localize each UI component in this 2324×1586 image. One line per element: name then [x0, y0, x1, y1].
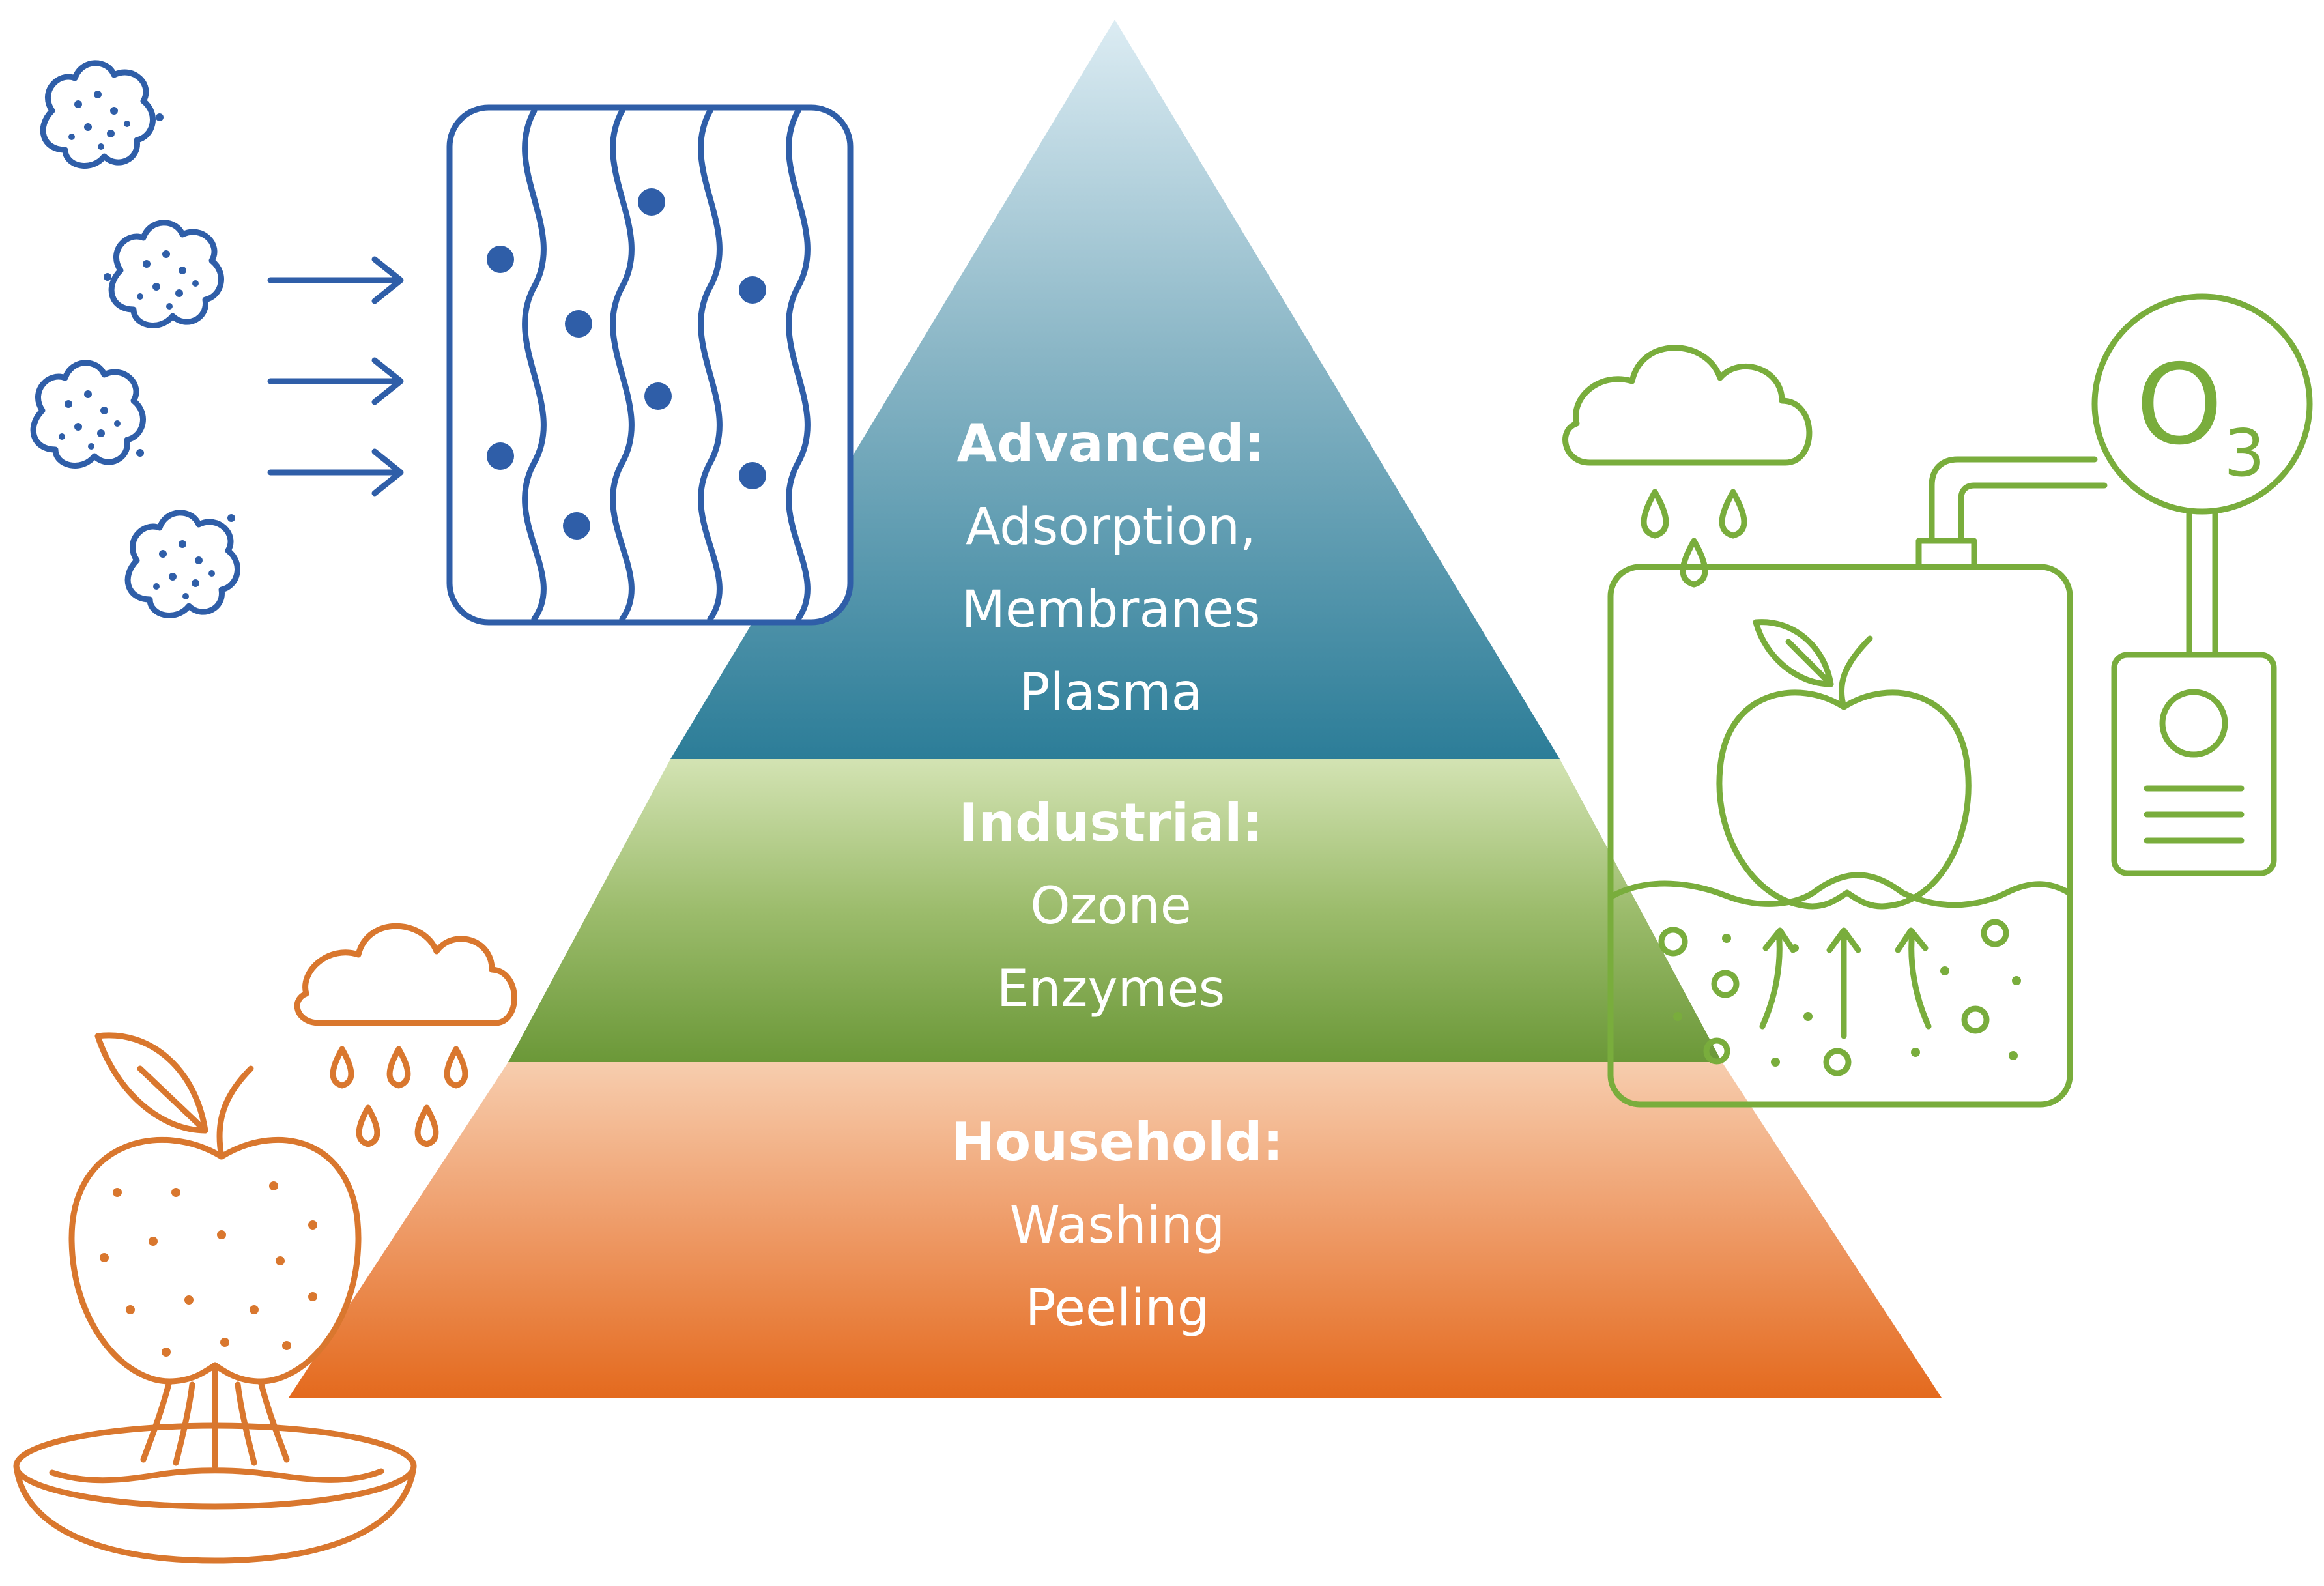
- water-drop-icon: [330, 1046, 354, 1089]
- water-drop-icon: [444, 1046, 468, 1089]
- bowl-icon: [13, 1422, 417, 1564]
- water-drop-icon: [356, 1104, 380, 1147]
- tier-household-band: [289, 1062, 1942, 1398]
- tier-advanced-label: Advanced: Adsorption, Membranes Plasma: [956, 413, 1265, 722]
- trapped-particles: [487, 188, 766, 540]
- flow-arrow-icon: [267, 357, 404, 405]
- water-drop-icon: [1719, 489, 1747, 539]
- water-drop-icon: [386, 1046, 411, 1089]
- cloud-icon: [294, 923, 517, 1026]
- cloud-icon: [1562, 345, 1813, 466]
- flow-arrow-icon: [267, 256, 404, 304]
- tier-item: Plasma: [1020, 663, 1203, 722]
- ozone-subscript: 3: [2224, 415, 2265, 491]
- contaminant-particle-icon: [124, 510, 240, 618]
- flow-arrow-icon: [267, 448, 404, 497]
- contaminant-particle-icon: [30, 360, 146, 469]
- tier-household-label: Household: Washing Peeling: [951, 1112, 1283, 1338]
- contaminant-particle-icon: [40, 60, 164, 169]
- apple-icon: [68, 1032, 362, 1385]
- ozone-circle-icon: [2091, 293, 2313, 515]
- tier-item: Membranes: [962, 581, 1261, 639]
- tier-item: Peeling: [1026, 1279, 1210, 1338]
- tier-item: Washing: [1010, 1196, 1226, 1255]
- ozone-treatment-tank-icon: O 3: [1562, 293, 2313, 1108]
- water-drop-icon: [1641, 489, 1669, 539]
- tier-heading: Industrial:: [958, 792, 1263, 853]
- water-drop-icon: [1680, 538, 1708, 588]
- membrane-frame: [446, 104, 854, 626]
- tier-item: Ozone: [1030, 877, 1191, 936]
- pyramid: [289, 20, 1942, 1398]
- rising-bubbles-arrows: [1759, 927, 1932, 1039]
- apple-washing-bowl-icon: [13, 923, 517, 1564]
- ozone-symbol: O: [2136, 341, 2223, 470]
- contaminant-particle-icon: [104, 220, 224, 328]
- tier-industrial-band: [508, 759, 1722, 1062]
- water-drop-icon: [414, 1104, 439, 1147]
- tier-item: Adsorption,: [966, 498, 1256, 556]
- treatment-tank: [1607, 564, 2073, 1108]
- filter-membrane-icon: [30, 60, 854, 626]
- tier-industrial-label: Industrial: Ozone Enzymes: [958, 792, 1263, 1018]
- tier-heading: Advanced:: [956, 413, 1265, 474]
- tier-heading: Household:: [951, 1112, 1283, 1172]
- tier-advanced-band: [670, 20, 1560, 759]
- apple-icon: [1716, 619, 1972, 910]
- ozone-generator-panel: [2111, 652, 2277, 876]
- tier-item: Enzymes: [997, 960, 1225, 1018]
